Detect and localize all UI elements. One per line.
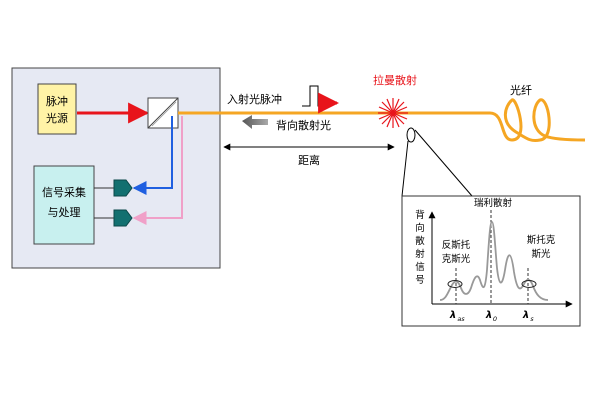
anti-stokes-marker <box>447 280 463 288</box>
backscatter-label: 背向散射光 <box>276 118 331 132</box>
zoom-origin <box>406 127 416 143</box>
svg-text:散: 散 <box>415 235 425 247</box>
backward-arrow <box>242 115 268 129</box>
coupler-diagonal <box>147 97 179 129</box>
rayleigh-label: 瑞利散射 <box>474 197 513 209</box>
lambda-as-tick: λ as <box>449 310 465 323</box>
signal-processing-box <box>33 165 95 245</box>
svg-text:λ: λ <box>522 310 529 321</box>
lambda-s-tick: λ s <box>522 310 534 323</box>
distance-label: 距离 <box>298 153 320 167</box>
spectrum-curve <box>439 221 549 301</box>
svg-text:号: 号 <box>415 275 425 286</box>
svg-text:as: as <box>457 315 465 323</box>
svg-text:信: 信 <box>415 261 425 273</box>
fiber-label: 光纤 <box>510 83 532 97</box>
svg-text:射: 射 <box>415 248 425 260</box>
pulse-source-label-2: 光源 <box>46 111 68 125</box>
detector-1 <box>113 179 133 197</box>
blue-return-line <box>132 116 173 195</box>
zoom-line-right <box>414 129 473 197</box>
stokes-marker <box>521 280 537 288</box>
svg-text:背: 背 <box>415 209 425 221</box>
anti-stokes-label-1: 反斯托 <box>442 239 471 251</box>
anti-stokes-label-2: 克斯光 <box>442 253 471 265</box>
zoom-line-left <box>401 140 409 197</box>
pink-return-line <box>132 116 183 225</box>
raman-label: 拉曼散射 <box>373 73 417 87</box>
signal-processing-label-1: 信号采集 <box>42 185 86 199</box>
svg-text:λ: λ <box>485 310 492 321</box>
stokes-label-1: 斯托克 <box>527 234 556 246</box>
incident-pulse-label: 入射光脉冲 <box>227 92 282 106</box>
signal-processing-label-2: 与处理 <box>48 206 81 219</box>
svg-text:0: 0 <box>493 315 497 323</box>
svg-text:向: 向 <box>415 222 425 234</box>
lambda-0-tick: λ 0 <box>485 310 497 323</box>
stokes-label-2: 斯光 <box>531 248 551 260</box>
pulse-source-label-1: 脉冲 <box>46 94 68 108</box>
svg-text:s: s <box>530 315 534 323</box>
fiber-line <box>178 98 586 142</box>
coupler-diagonal-inner <box>151 101 177 127</box>
svg-text:λ: λ <box>449 310 456 321</box>
raman-point <box>390 110 396 116</box>
detector-2 <box>113 209 133 227</box>
pulse-source-box <box>37 83 77 135</box>
y-axis-label: 背 向 散 射 信 号 <box>415 209 425 286</box>
